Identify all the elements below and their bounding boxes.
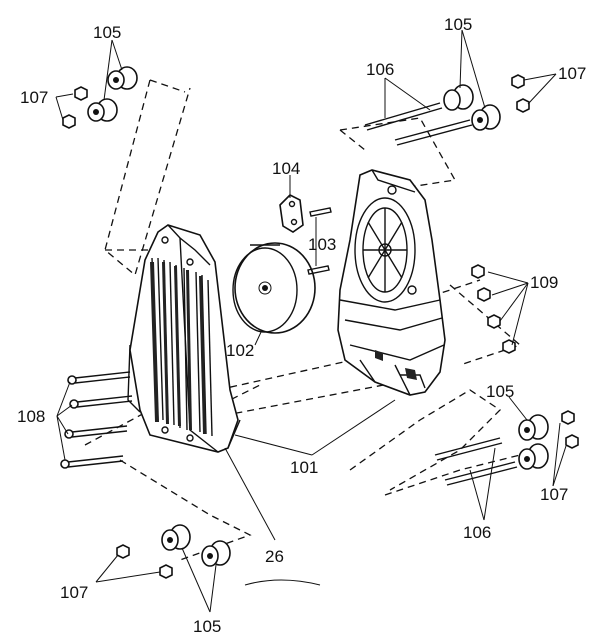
- label-108: 108: [17, 407, 45, 426]
- label-107-top-left: 107: [20, 88, 48, 107]
- label-107-bottom-left: 107: [60, 583, 88, 602]
- nuts-bottom-right: [561, 410, 579, 449]
- leader-lines: [55, 29, 567, 613]
- arc-line: [244, 579, 321, 586]
- bolts-108: [60, 371, 133, 469]
- label-107-top-right: 107: [558, 64, 586, 83]
- label-104: 104: [272, 159, 300, 178]
- pins-103: [307, 207, 332, 275]
- label-105-bottom-left: 105: [193, 617, 221, 636]
- label-101: 101: [290, 458, 318, 477]
- bushings-bottom-left: [161, 524, 231, 567]
- right-housing-101: [337, 169, 446, 396]
- label-105-bottom-right: 105: [486, 382, 514, 401]
- label-105-top-left: 105: [93, 23, 121, 42]
- link-plate-104: [279, 194, 304, 233]
- callout-labels: 105 107 105 107 106 104 103 102 109 108 …: [17, 15, 586, 636]
- label-107-bottom-right: 107: [540, 485, 568, 504]
- nuts-bottom-left: [116, 544, 173, 579]
- bushings-top-right: [443, 84, 501, 131]
- rods-bottom-right: [434, 437, 518, 486]
- rods-top-right: [364, 102, 473, 146]
- label-106-top: 106: [366, 60, 394, 79]
- nuts-top-left: [62, 86, 88, 129]
- label-103: 103: [308, 235, 336, 254]
- label-109: 109: [530, 273, 558, 292]
- bushings-top-left: [87, 66, 138, 122]
- label-102: 102: [226, 341, 254, 360]
- pulley-disc-102: [232, 242, 316, 334]
- left-housing-part-26: [127, 224, 241, 453]
- label-26: 26: [265, 547, 284, 566]
- bushings-bottom-right: [518, 414, 549, 470]
- label-106-bottom: 106: [463, 523, 491, 542]
- label-105-top-right: 105: [444, 15, 472, 34]
- nuts-top-right: [511, 74, 530, 113]
